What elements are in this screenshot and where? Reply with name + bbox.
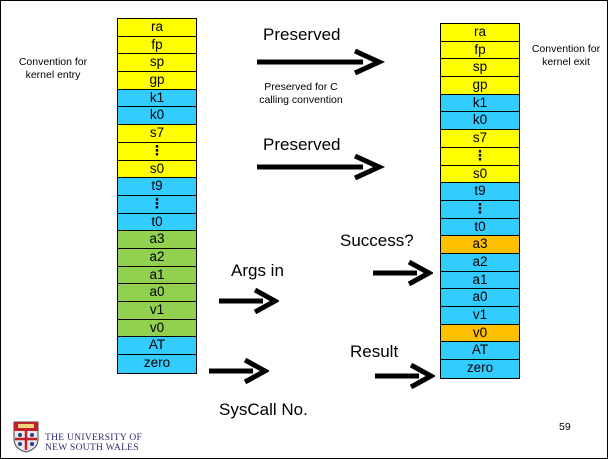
exit-register-cell: a1 — [441, 271, 519, 290]
success-arrow — [373, 260, 433, 286]
university-name-line1: THE UNIVERSITY OF — [45, 433, 143, 443]
page-number: 59 — [559, 421, 571, 433]
entry-register-cell: zero — [118, 355, 196, 373]
exit-register-cell: v1 — [441, 307, 519, 325]
preserved-top-label: Preserved — [263, 25, 341, 44]
entry-register-cell: ⋮ — [118, 142, 196, 161]
entry-register-cell: v0 — [118, 319, 196, 338]
entry-register-cell: a3 — [118, 231, 196, 249]
preserved-mid-arrow — [257, 154, 386, 180]
entry-register-cell: k1 — [118, 89, 196, 108]
exit-register-cell: AT — [441, 342, 519, 361]
preserved-top-arrow — [257, 49, 386, 75]
preserved-mid-label: Preserved — [263, 135, 341, 154]
entry-register-cell: ra — [118, 19, 196, 37]
exit-register-cell: a3 — [441, 236, 519, 254]
entry-convention-label: Convention for kernel entry — [18, 56, 88, 81]
university-name-line2: NEW SOUTH WALES — [45, 443, 139, 453]
entry-register-cell: k0 — [118, 107, 196, 126]
exit-register-cell: a0 — [441, 289, 519, 307]
exit-register-cell: k1 — [441, 94, 519, 113]
exit-convention-label: Convention for kernel exit — [531, 43, 601, 68]
args-in-arrow — [219, 288, 279, 314]
university-name: THE UNIVERSITY OF NEW SOUTH WALES — [45, 433, 142, 453]
syscall-no-label: SysCall No. — [219, 400, 308, 419]
args-in-label: Args in — [231, 261, 284, 280]
entry-register-cell: fp — [118, 36, 196, 55]
exit-register-cell: v0 — [441, 324, 519, 343]
exit-register-cell: zero — [441, 360, 519, 378]
result-arrow — [375, 363, 435, 389]
entry-register-cell: AT — [118, 337, 196, 356]
exit-register-cell: gp — [441, 77, 519, 95]
exit-register-cell: ⋮ — [441, 147, 519, 166]
exit-register-cell: sp — [441, 59, 519, 78]
entry-register-cell: a1 — [118, 266, 196, 285]
exit-register-cell: ra — [441, 24, 519, 42]
university-crest-logo — [13, 421, 39, 453]
preserved-for-c-label: Preserved for C calling convention — [259, 81, 343, 106]
exit-register-cell: k0 — [441, 112, 519, 131]
exit-register-cell: a2 — [441, 253, 519, 272]
syscall-arrow — [209, 358, 269, 384]
exit-register-cell: s7 — [441, 130, 519, 148]
exit-register-cell: t0 — [441, 218, 519, 237]
entry-register-cell: v1 — [118, 302, 196, 320]
entry-register-cell: sp — [118, 54, 196, 73]
entry-register-cell: ⋮ — [118, 195, 196, 214]
exit-register-cell: s0 — [441, 165, 519, 184]
exit-register-cell: fp — [441, 41, 519, 60]
entry-register-cell: a0 — [118, 284, 196, 302]
entry-register-cell: gp — [118, 72, 196, 90]
exit-register-cell: ⋮ — [441, 200, 519, 219]
result-label: Result — [350, 342, 399, 361]
exit-register-cell: t9 — [441, 183, 519, 201]
entry-register-cell: s0 — [118, 160, 196, 179]
success-label: Success? — [340, 231, 414, 250]
entry-register-cell: a2 — [118, 248, 196, 267]
entry-register-cell: s7 — [118, 125, 196, 143]
entry-register-cell: t9 — [118, 178, 196, 196]
entry-register-cell: t0 — [118, 213, 196, 232]
